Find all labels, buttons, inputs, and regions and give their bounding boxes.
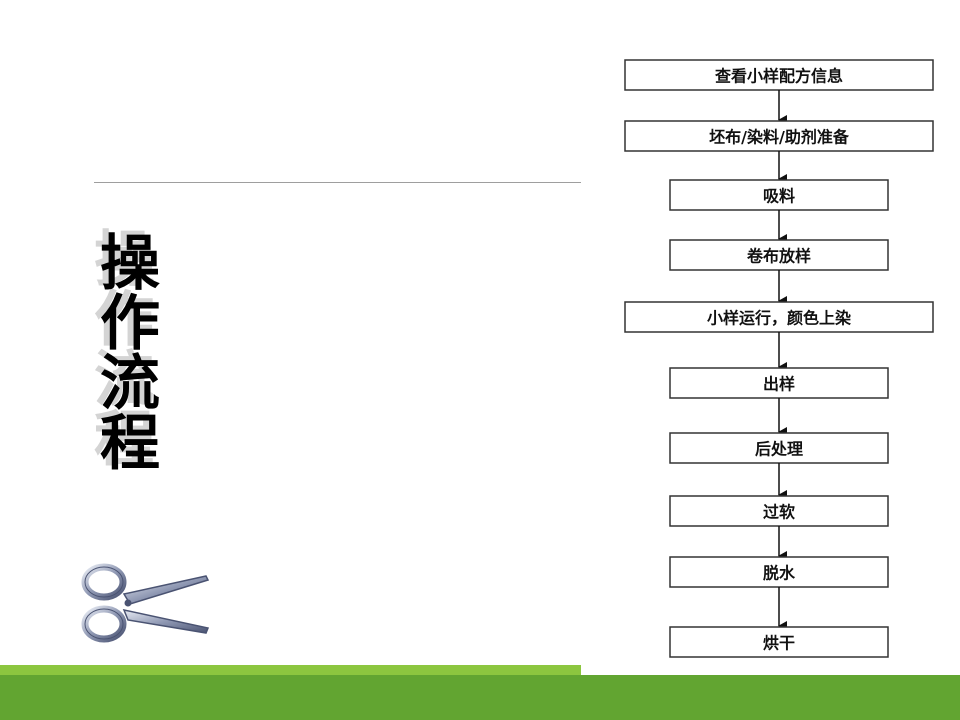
flow-step-label: 卷布放样: [746, 247, 811, 266]
flow-step: 后处理: [669, 432, 889, 464]
page-title: 操 作 流 程: [94, 230, 172, 474]
flow-step-label: 烘干: [763, 634, 795, 653]
flow-step: 吸料: [669, 179, 889, 211]
flowchart: 查看小样配方信息坯布/染料/助剂准备吸料卷布放样小样运行，颜色上染出样后处理过软…: [581, 40, 960, 680]
flow-step-box: [624, 59, 934, 91]
flow-step-label: 过软: [763, 503, 795, 522]
flow-step-box: [669, 556, 889, 588]
footer-bar-right: [581, 678, 960, 720]
flow-step: 过软: [669, 495, 889, 527]
flow-step-box: [669, 495, 889, 527]
flow-step-label: 坯布/染料/助剂准备: [709, 128, 850, 147]
divider-line: [94, 182, 581, 183]
flow-step-box: [669, 626, 889, 658]
footer-accent-strip: [0, 665, 581, 675]
scissors-icon: [80, 560, 210, 646]
title-char: 程: [94, 410, 172, 474]
flow-step: 卷布放样: [669, 239, 889, 271]
title-char: 流: [94, 350, 172, 414]
title-char: 作: [94, 290, 172, 354]
flow-step: 出样: [669, 367, 889, 399]
flow-step: 坯布/染料/助剂准备: [624, 120, 934, 152]
flow-step-box: [624, 120, 934, 152]
flow-step: 烘干: [669, 626, 889, 658]
flow-step-label: 吸料: [763, 187, 795, 206]
flow-step-box: [624, 301, 934, 333]
flow-step-label: 后处理: [755, 440, 803, 459]
flow-step: 脱水: [669, 556, 889, 588]
flow-step-label: 小样运行，颜色上染: [707, 309, 852, 328]
flow-step: 查看小样配方信息: [624, 59, 934, 91]
flow-step-label: 出样: [763, 375, 795, 394]
title-char: 操: [94, 230, 172, 294]
flow-step: 小样运行，颜色上染: [624, 301, 934, 333]
flow-step-label: 查看小样配方信息: [715, 67, 843, 86]
flow-step-label: 脱水: [763, 564, 796, 583]
